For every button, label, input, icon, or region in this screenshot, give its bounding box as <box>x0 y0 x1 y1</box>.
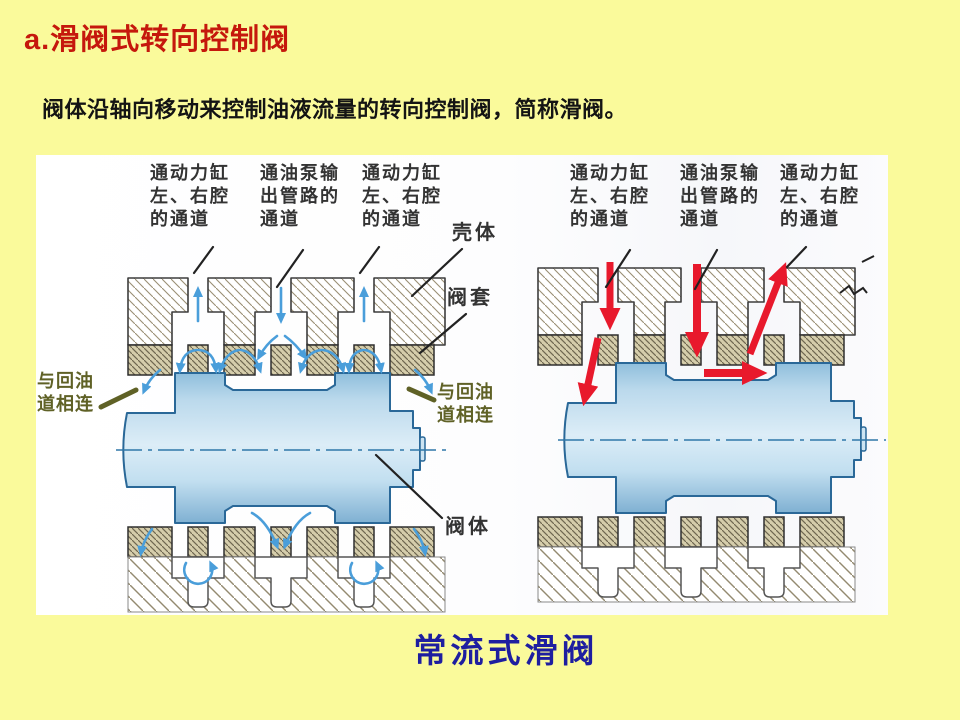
right-spool <box>563 362 867 514</box>
left-blue-flow-arrows <box>137 286 433 586</box>
label-return-line-right: 与回油 道相连 <box>437 382 494 425</box>
label-pump-port-left: 通油泵输 出管路的 通道 <box>260 163 340 229</box>
label-cylinder-ports-left-1: 通动力缸 左、右腔 的通道 <box>150 163 230 229</box>
label-valve-body: 阀体 <box>445 516 491 538</box>
left-spool <box>122 372 426 524</box>
left-diagram-neutral-flow <box>98 245 468 613</box>
page-title: a.滑阀式转向控制阀 <box>24 24 291 56</box>
label-return-line-left: 与回油 道相连 <box>37 371 94 414</box>
return-line-pointers <box>98 386 437 410</box>
label-cylinder-ports-right-2: 通动力缸 左、右腔 的通道 <box>780 163 860 229</box>
subtitle-text: 阀体沿轴向移动来控制油液流量的转向控制阀，简称滑阀。 <box>42 97 628 122</box>
label-cylinder-ports-right-1: 通动力缸 左、右腔 的通道 <box>570 163 650 229</box>
label-housing: 壳体 <box>452 222 498 244</box>
label-valve-sleeve: 阀套 <box>447 287 493 309</box>
pen-scribble-mark <box>839 255 875 296</box>
diagram-caption: 常流式滑阀 <box>413 632 599 669</box>
label-pump-port-right: 通油泵输 出管路的 通道 <box>680 163 760 229</box>
label-cylinder-ports-left-2: 通动力缸 左、右腔 的通道 <box>362 163 442 229</box>
right-red-flow-arrows <box>577 262 788 407</box>
right-diagram-steering-flow <box>537 245 886 603</box>
right-label-leader-lines <box>604 245 808 291</box>
left-label-leader-lines <box>192 245 468 520</box>
